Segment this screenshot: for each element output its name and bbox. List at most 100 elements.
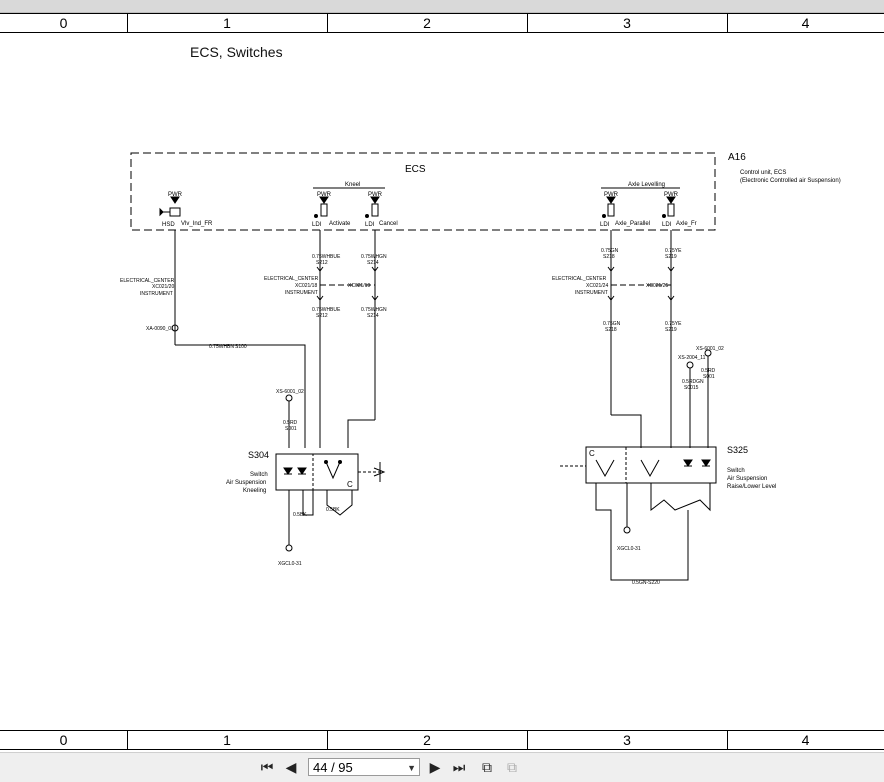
- ruler-cell: 3: [527, 14, 728, 32]
- xc-label: XC021/24: [586, 283, 608, 289]
- axle-fr-label: Axle_Fr: [676, 221, 697, 227]
- wire-code: S100: [235, 344, 247, 350]
- ruler-cell: 3: [527, 731, 728, 749]
- xs-connector-label: XS-6001_02: [276, 389, 304, 395]
- wire-label: 0.75WHBUE: [312, 254, 341, 260]
- ldi-label: LDI: [365, 222, 375, 228]
- ruler-cell: 4: [801, 732, 810, 748]
- pwr-label: PWR: [168, 192, 183, 198]
- elec-center-label: ELECTRICAL_CENTER: [552, 276, 607, 282]
- wire-label: 0.75WHGN: [361, 307, 387, 313]
- cancel-label: Cancel: [379, 221, 398, 227]
- wire-code: S212: [316, 260, 328, 266]
- wire-label: 0.75GN: [601, 248, 619, 254]
- s325-line1: Switch: [727, 468, 745, 474]
- s325-c-label: C: [589, 449, 595, 458]
- elec-center-label: ELECTRICAL_CENTER: [264, 276, 319, 282]
- instrument-label: INSTRUMENT: [285, 290, 318, 296]
- wire-code: S219: [665, 327, 677, 333]
- wire-code: S214: [367, 313, 379, 319]
- ruler-cell: 0: [0, 731, 128, 749]
- pwr-label: PWR: [604, 192, 619, 198]
- wire-label: 0.5RD: [283, 420, 298, 426]
- instrument-label: INSTRUMENT: [575, 290, 608, 296]
- hsd-label: HSD: [162, 222, 175, 228]
- kneel-label: Kneel: [345, 182, 360, 188]
- ground-label: XGCL0-31: [278, 561, 302, 567]
- ruler-cell: 1: [127, 731, 328, 749]
- wire-code: S001: [703, 374, 715, 380]
- wire-label: 0.5BK: [326, 507, 340, 513]
- ldi-label: LDI: [662, 222, 672, 228]
- xa-connector-label: XA-0090_01: [146, 326, 174, 332]
- s325-line2: Air Suspension: [727, 476, 767, 482]
- wire-label: 0.75YE: [665, 248, 682, 254]
- axle-parallel-label: Axle_Parallel: [615, 221, 650, 227]
- xc-label: XC021/19: [348, 283, 370, 289]
- page-number-value: 44 / 95: [313, 760, 353, 775]
- wire-code: S218: [605, 327, 617, 333]
- chevron-down-icon: ▼: [407, 763, 416, 773]
- viewer-top-bar: [0, 0, 884, 13]
- ecs-unit-box: [130, 152, 716, 231]
- pwr-label: PWR: [664, 192, 679, 198]
- page-number-select[interactable]: 44 / 95 ▼: [308, 758, 420, 776]
- ruler-cell: 4: [801, 15, 810, 31]
- ldi-label: LDI: [312, 222, 322, 228]
- s304-line3: Kneeling: [243, 488, 266, 494]
- ruler-cell: 0: [0, 14, 128, 32]
- s304-line2: Air Suspension: [226, 480, 266, 486]
- copy-page-icon[interactable]: ⧉: [507, 760, 517, 776]
- wire-code: S219: [665, 254, 677, 260]
- s304-id: S304: [248, 450, 269, 460]
- ldi-label: LDI: [600, 222, 610, 228]
- bottom-ruler: 0 1 2 3 4: [0, 730, 884, 750]
- s325-line3: Raise/Lower Level: [727, 484, 776, 490]
- xc-label: XC021/25: [646, 283, 668, 289]
- wire-label: 0.75WHBN: [209, 344, 234, 350]
- top-ruler: 0 1 2 3 4: [0, 13, 884, 33]
- wire-code: S0015: [684, 385, 699, 391]
- ground-label: XGCL0-31: [617, 546, 641, 552]
- wiring-diagram: ECS A16 Control unit, ECS (Electronic Co…: [120, 152, 841, 586]
- previous-page-icon[interactable]: ◀: [285, 760, 297, 776]
- wire-code: S001: [285, 426, 297, 432]
- xs-connector-label: XS-6001_02: [696, 346, 724, 352]
- wire-label: 0.5RD: [701, 368, 716, 374]
- ruler-cell: 2: [327, 731, 528, 749]
- next-page-icon[interactable]: ▶: [429, 760, 441, 776]
- xc-label: XC021/18: [295, 283, 317, 289]
- wire-label: 0.75WHBUE: [312, 307, 341, 313]
- s304-c-label: C: [347, 480, 353, 489]
- wire-label: 0.75WHGN: [361, 254, 387, 260]
- wire-code: S218: [603, 254, 615, 260]
- ecs-desc-2: (Electronic Controlled air Suspension): [740, 178, 841, 184]
- page-title: ECS, Switches: [190, 44, 283, 60]
- vlv-ind-fr-label: Vlv_Ind_FR: [181, 221, 213, 227]
- wire-code: S214: [367, 260, 379, 266]
- fit-page-icon[interactable]: ⧉: [482, 760, 492, 776]
- wire-label: 0.5GN-S220: [632, 580, 660, 586]
- s325-id: S325: [727, 445, 748, 455]
- wire-label: 0.5RDGN: [682, 379, 704, 385]
- ecs-label: ECS: [405, 164, 426, 175]
- instrument-label: INSTRUMENT: [140, 291, 173, 297]
- wire-label: 0.5BK: [293, 512, 307, 518]
- xc-label: XC021/20: [152, 284, 174, 290]
- activate-label: Activate: [329, 221, 351, 227]
- wire-code: S212: [316, 313, 328, 319]
- ruler-cell: 1: [127, 14, 328, 32]
- last-page-icon[interactable]: ⏭: [452, 760, 466, 776]
- axle-levelling-label: Axle Levelling: [628, 182, 665, 188]
- ecs-desc-1: Control unit, ECS: [740, 170, 786, 176]
- pwr-label: PWR: [368, 192, 383, 198]
- wire-label: 0.75GN: [603, 321, 621, 327]
- ruler-cell: 2: [327, 14, 528, 32]
- page-navigation-bar: ⏮ ◀ 44 / 95 ▼ ▶ ⏭ ⧉ ⧉: [0, 752, 884, 782]
- first-page-icon[interactable]: ⏮: [260, 760, 274, 776]
- elec-center-label: ELECTRICAL_CENTER: [120, 278, 175, 284]
- pwr-label: PWR: [317, 192, 332, 198]
- s304-line1: Switch: [250, 472, 268, 478]
- wire-label: 0.75YE: [665, 321, 682, 327]
- xs-connector-label: XS-2004_11: [678, 355, 706, 361]
